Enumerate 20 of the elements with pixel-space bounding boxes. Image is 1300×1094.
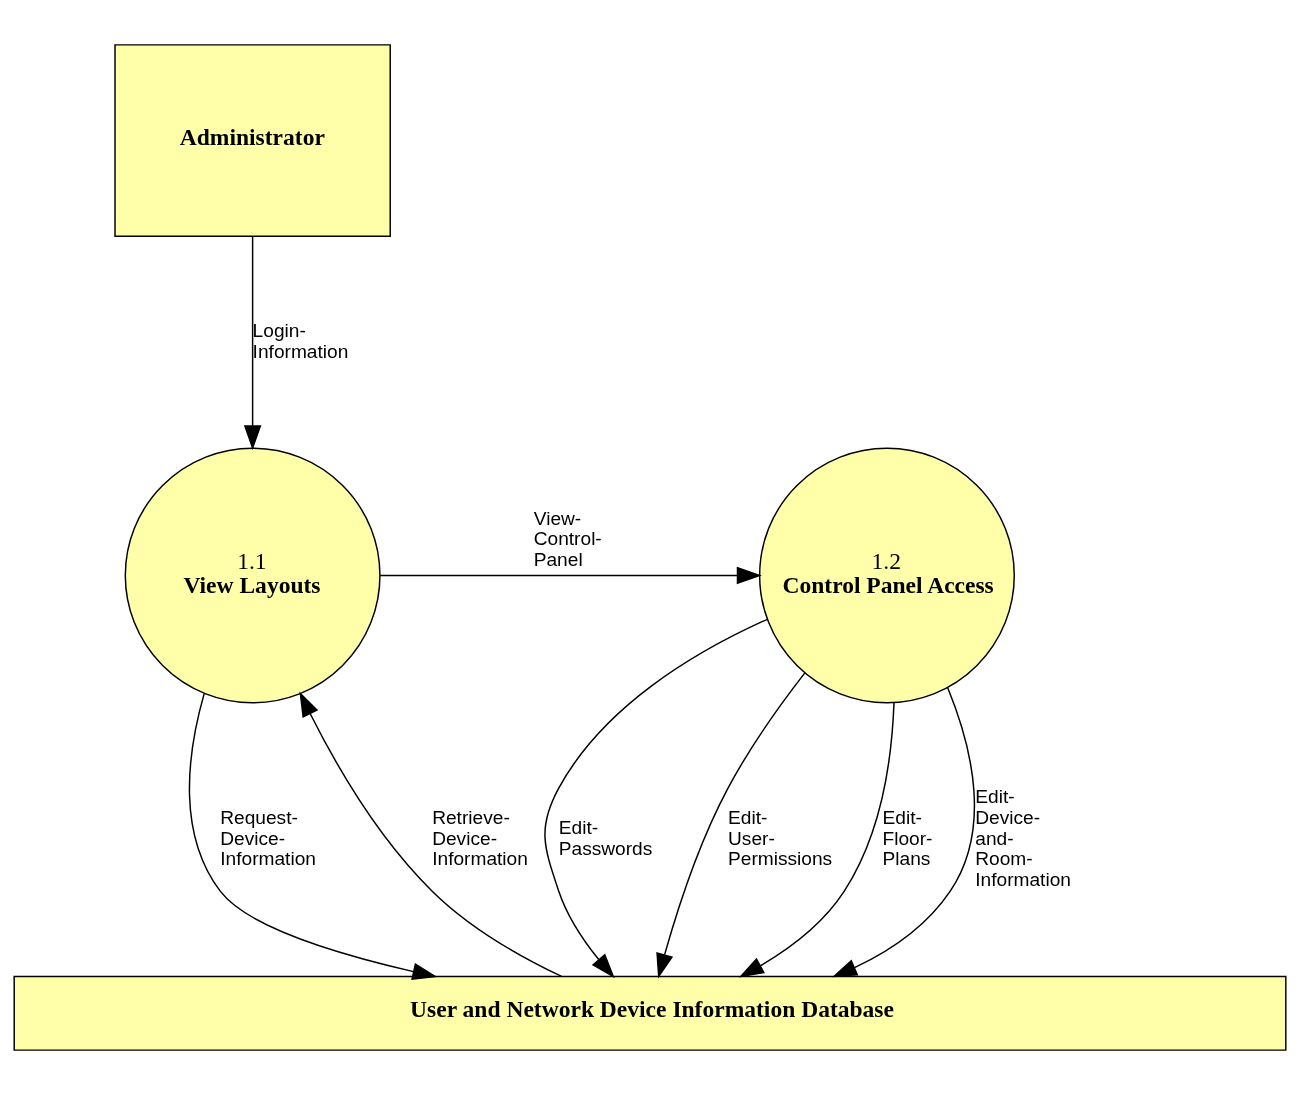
edge-label: Edit-Passwords bbox=[558, 816, 653, 859]
arrow bbox=[831, 686, 976, 977]
arrow bbox=[379, 566, 762, 584]
edge-label: Edit-Floor-Plans bbox=[882, 806, 933, 869]
arrow bbox=[299, 691, 563, 977]
edge-label: Retrieve-Device-Information bbox=[432, 806, 528, 869]
arrow bbox=[188, 692, 438, 980]
node-box: Administrator bbox=[114, 43, 391, 237]
node-circle: 1.2 Control Panel Access bbox=[758, 446, 1015, 703]
edge-label: Edit-User-Permissions bbox=[728, 806, 833, 869]
node-circle: 1.1 View Layouts bbox=[124, 446, 381, 703]
arrow bbox=[544, 618, 769, 978]
edge-label: View-Control-Panel bbox=[533, 507, 602, 570]
arrow bbox=[738, 701, 895, 977]
edge-label: Edit-Device-and-Room-Information bbox=[975, 785, 1071, 890]
edge-label: Request-Device-Information bbox=[220, 806, 316, 869]
arrow bbox=[656, 671, 806, 978]
arrow bbox=[243, 235, 262, 450]
node-box: User and Network Device Information Database bbox=[13, 975, 1287, 1051]
edge-label: Login-Information bbox=[252, 319, 349, 361]
